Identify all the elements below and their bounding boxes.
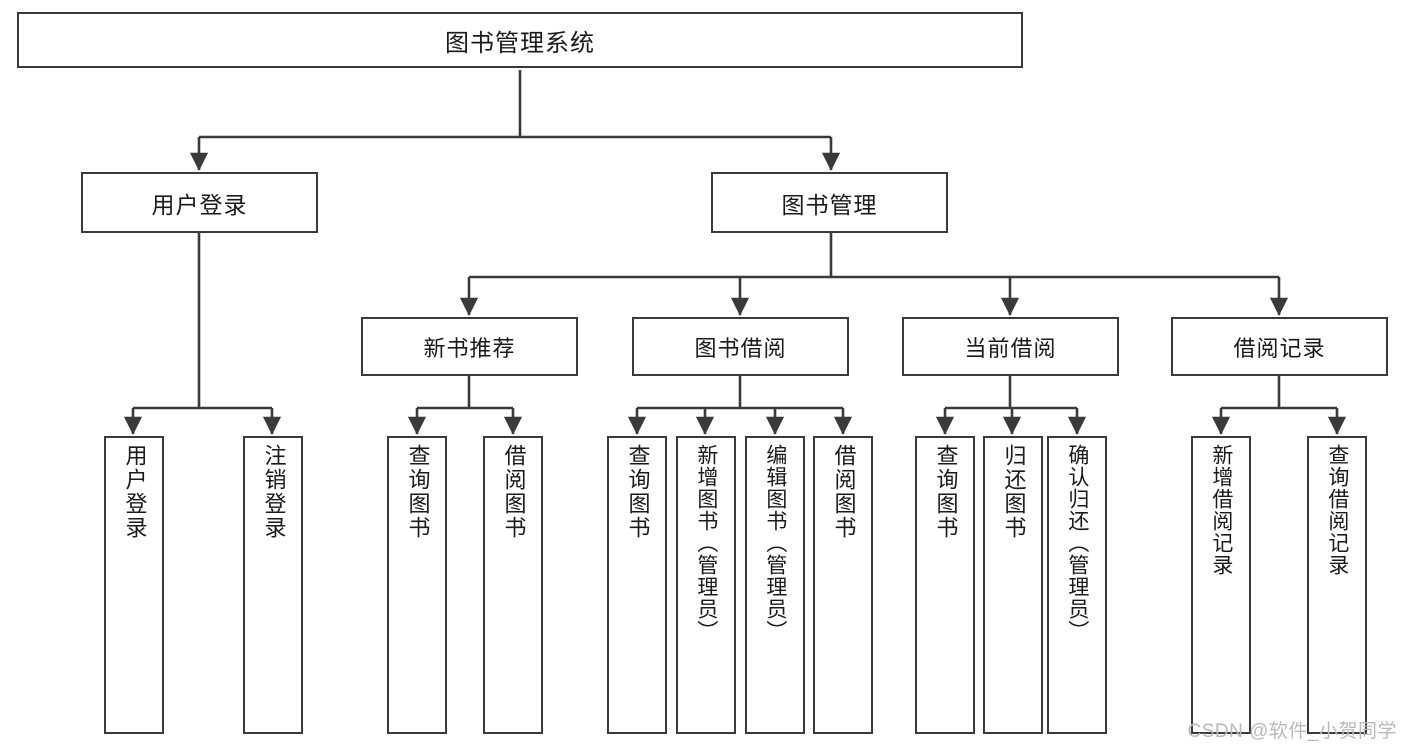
node-new-book-recommend[interactable]: 新书推荐 xyxy=(361,317,578,376)
node-leaf-query-borrow-record[interactable]: 查询借阅记录 xyxy=(1307,436,1367,734)
node-book-management[interactable]: 图书管理 xyxy=(711,172,948,233)
node-borrow-record[interactable]: 借阅记录 xyxy=(1171,317,1388,376)
node-label: 借阅图书 xyxy=(501,444,527,540)
node-label: 借阅记录 xyxy=(1233,335,1326,361)
node-label: 编辑图书（管理员） xyxy=(763,444,787,642)
node-leaf-user-login[interactable]: 用户登录 xyxy=(104,436,164,734)
node-label: 新书推荐 xyxy=(423,335,516,361)
node-label: 新增借阅记录 xyxy=(1209,444,1233,576)
node-label: 当前借阅 xyxy=(964,335,1057,361)
node-label: 用户登录 xyxy=(122,444,148,540)
node-label: 归还图书 xyxy=(1001,444,1027,540)
watermark-text: CSDN @软件_小贺同学 xyxy=(1187,721,1397,742)
node-label: 新增图书（管理员） xyxy=(694,444,718,642)
node-user-login[interactable]: 用户登录 xyxy=(81,172,318,233)
node-leaf-add-book-admin[interactable]: 新增图书（管理员） xyxy=(676,436,736,734)
node-leaf-query-books-recommend[interactable]: 查询图书 xyxy=(387,436,447,734)
node-label: 用户登录 xyxy=(151,191,248,218)
node-label: 借阅图书 xyxy=(831,444,857,540)
node-label: 查询图书 xyxy=(933,444,959,540)
node-leaf-borrow-books-recommend[interactable]: 借阅图书 xyxy=(483,436,543,734)
node-label: 确认归还（管理员） xyxy=(1065,444,1089,642)
node-label: 查询图书 xyxy=(625,444,651,540)
node-label: 注销登录 xyxy=(261,444,287,540)
node-leaf-return-books[interactable]: 归还图书 xyxy=(983,436,1043,734)
node-root-book-management-system[interactable]: 图书管理系统 xyxy=(17,12,1023,68)
node-label: 图书管理 xyxy=(781,191,878,218)
node-leaf-query-books-borrow[interactable]: 查询图书 xyxy=(607,436,667,734)
node-leaf-confirm-return-admin[interactable]: 确认归还（管理员） xyxy=(1047,436,1107,734)
node-leaf-add-borrow-record[interactable]: 新增借阅记录 xyxy=(1191,436,1251,734)
node-label: 查询借阅记录 xyxy=(1325,444,1349,576)
node-leaf-logout-login[interactable]: 注销登录 xyxy=(243,436,303,734)
node-leaf-edit-book-admin[interactable]: 编辑图书（管理员） xyxy=(745,436,805,734)
node-book-borrow[interactable]: 图书借阅 xyxy=(632,317,849,376)
node-leaf-query-books-current[interactable]: 查询图书 xyxy=(915,436,975,734)
node-label: 图书借阅 xyxy=(694,335,787,361)
node-current-borrow[interactable]: 当前借阅 xyxy=(902,317,1119,376)
node-leaf-borrow-books[interactable]: 借阅图书 xyxy=(813,436,873,734)
node-label: 图书管理系统 xyxy=(445,29,595,57)
node-label: 查询图书 xyxy=(405,444,431,540)
